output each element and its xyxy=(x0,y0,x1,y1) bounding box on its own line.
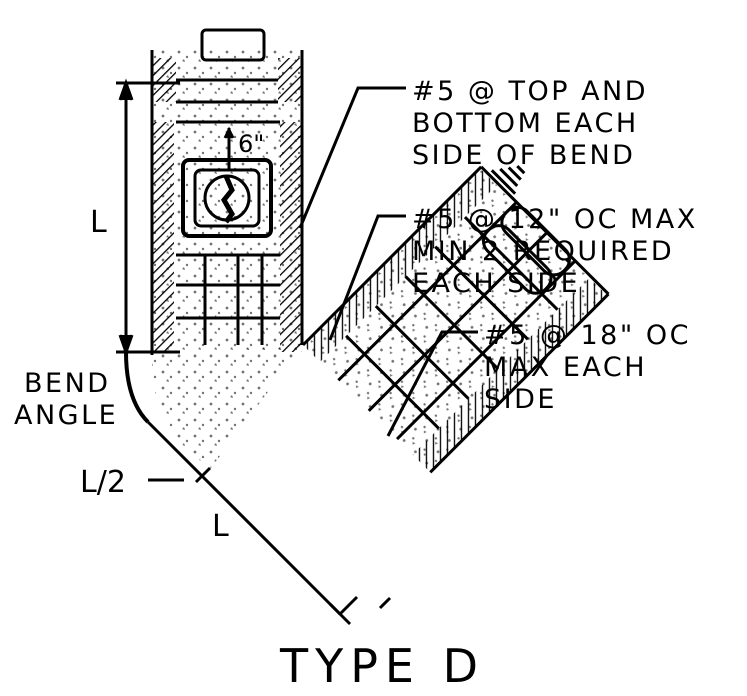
bend-angle-label-line-2: ANGLE xyxy=(14,400,118,431)
vertical-wall-leg xyxy=(150,28,304,355)
callout-top-line-1: #5 @ TOP AND xyxy=(412,76,648,107)
callout-lower-line-2: MAX EACH xyxy=(484,352,647,383)
callout-middle-line-2: MIN 2 REQUIRED xyxy=(412,236,674,267)
leader-lines xyxy=(148,86,478,482)
callout-middle-line-1: #5 @ 12" OC MAX xyxy=(412,204,698,235)
diagonal-wall-leg xyxy=(301,165,610,474)
callout-lower-line-1: #5 @ 18" OC xyxy=(484,320,691,351)
callout-top-line-3: SIDE OF BEND xyxy=(412,140,635,171)
diagram-title: TYPE D xyxy=(279,639,485,693)
callout-top: #5 @ TOP AND BOTTOM EACH SIDE OF BEND xyxy=(412,76,648,171)
bend-corner xyxy=(151,345,303,468)
spacing-label: 6" xyxy=(238,130,264,158)
callout-middle-line-3: EACH SIDE xyxy=(412,268,580,299)
callout-top-line-2: BOTTOM EACH xyxy=(412,108,639,139)
vertical-leg-label: L xyxy=(90,205,107,240)
callout-lower-line-3: SIDE xyxy=(484,384,557,415)
callout-middle: #5 @ 12" OC MAX MIN 2 REQUIRED EACH SIDE xyxy=(412,204,698,299)
half-leg-label: L/2 xyxy=(80,465,126,500)
bend-angle-label-line-1: BEND xyxy=(24,368,111,399)
diagonal-leg-label: L xyxy=(212,509,229,544)
dimension-lines xyxy=(116,78,392,626)
callout-lower: #5 @ 18" OC MAX EACH SIDE xyxy=(484,320,691,415)
